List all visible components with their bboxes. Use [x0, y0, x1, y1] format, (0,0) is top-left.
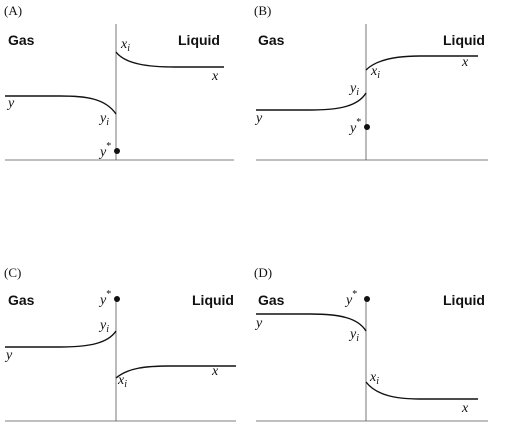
panel-d-gas-label: Gas — [258, 292, 285, 308]
panel-c-x-label: x — [211, 364, 219, 379]
panel-a-xi-label: xi — [120, 37, 130, 54]
panel-d-liquid-label: Liquid — [443, 292, 485, 308]
panel-b-yi-label: yi — [348, 81, 359, 98]
panel-c-liquid-label: Liquid — [192, 292, 234, 308]
panel-d-gas-curve — [256, 313, 367, 332]
panel-c-ystar-point — [114, 296, 120, 302]
panel-d-x-label: x — [461, 401, 469, 416]
panel-c-label: (C) — [4, 265, 21, 280]
panel-b-xi-label: xi — [370, 64, 380, 81]
panel-a-ystar-label: y* — [98, 141, 111, 160]
panel-b-gas-curve — [256, 92, 367, 111]
panel-c-ystar-label: y* — [98, 289, 111, 308]
panel-d-ystar-label: y* — [344, 289, 357, 308]
panel-c: (C) Gas Liquid y yi xi x y* — [4, 265, 236, 422]
panel-a-liquid-curve — [115, 51, 224, 68]
panel-a-x-label: x — [211, 69, 219, 84]
panel-d: (D) Gas Liquid y yi xi x y* — [254, 265, 488, 422]
panel-a-liquid-label: Liquid — [178, 32, 220, 48]
panel-d-xi-label: xi — [369, 370, 379, 387]
panel-b-liquid-label: Liquid — [443, 32, 485, 48]
panel-c-yi-label: yi — [98, 318, 109, 335]
panel-b-ystar-label: y* — [348, 117, 361, 136]
panel-a-y-label: y — [6, 96, 15, 111]
panel-a: (A) Gas Liquid y yi xi x y* — [4, 3, 234, 161]
panel-b-gas-label: Gas — [258, 32, 285, 48]
panel-d-yi-label: yi — [348, 327, 359, 344]
panel-b-liquid-curve — [365, 55, 478, 71]
panel-c-liquid-curve — [115, 365, 236, 379]
panel-a-gas-label: Gas — [8, 32, 35, 48]
panel-d-y-label: y — [254, 316, 263, 331]
panel-d-label: (D) — [254, 265, 272, 280]
panel-b-y-label: y — [254, 111, 263, 126]
panel-b: (B) Gas Liquid y yi xi x y* — [254, 3, 488, 161]
panel-d-ystar-point — [364, 296, 370, 302]
panel-a-yi-label: yi — [98, 111, 109, 128]
panel-d-liquid-curve — [365, 381, 478, 400]
panel-c-gas-label: Gas — [8, 292, 35, 308]
panel-b-x-label: x — [461, 55, 469, 70]
panel-b-label: (B) — [254, 3, 271, 18]
panel-c-y-label: y — [4, 348, 13, 363]
panel-a-label: (A) — [4, 3, 22, 18]
panel-a-gas-curve — [5, 95, 117, 115]
panel-a-ystar-point — [114, 148, 120, 154]
panel-c-xi-label: xi — [117, 373, 127, 390]
panel-c-gas-curve — [5, 330, 117, 348]
panel-b-ystar-point — [364, 124, 370, 130]
